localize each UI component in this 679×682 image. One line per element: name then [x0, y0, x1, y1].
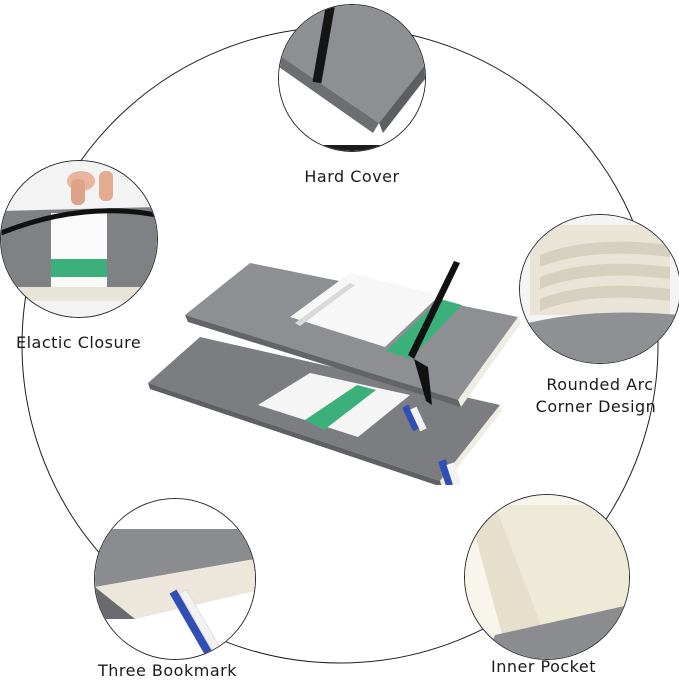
rounded-corner-label-line2: Corner Design: [535, 397, 657, 416]
elastic-closure-label: Elactic Closure: [16, 333, 142, 352]
bottom-notebook: [148, 337, 502, 488]
notebook-product-photo: [140, 255, 530, 489]
top-notebook: [185, 261, 521, 432]
rounded-corner-label-line1: Rounded Arc: [546, 375, 654, 394]
hard-cover-closeup: [278, 4, 426, 152]
inner-pocket-closeup: [464, 494, 630, 660]
elastic-closure-closeup: [0, 160, 158, 318]
hard-cover-label: Hard Cover: [304, 167, 400, 186]
rounded-corner-closeup: [519, 214, 679, 364]
inner-pocket-label: Inner Pocket: [491, 657, 596, 676]
bookmark-label: Three Bookmark: [98, 661, 237, 680]
bookmark-ribbon-closeup: [94, 498, 256, 660]
